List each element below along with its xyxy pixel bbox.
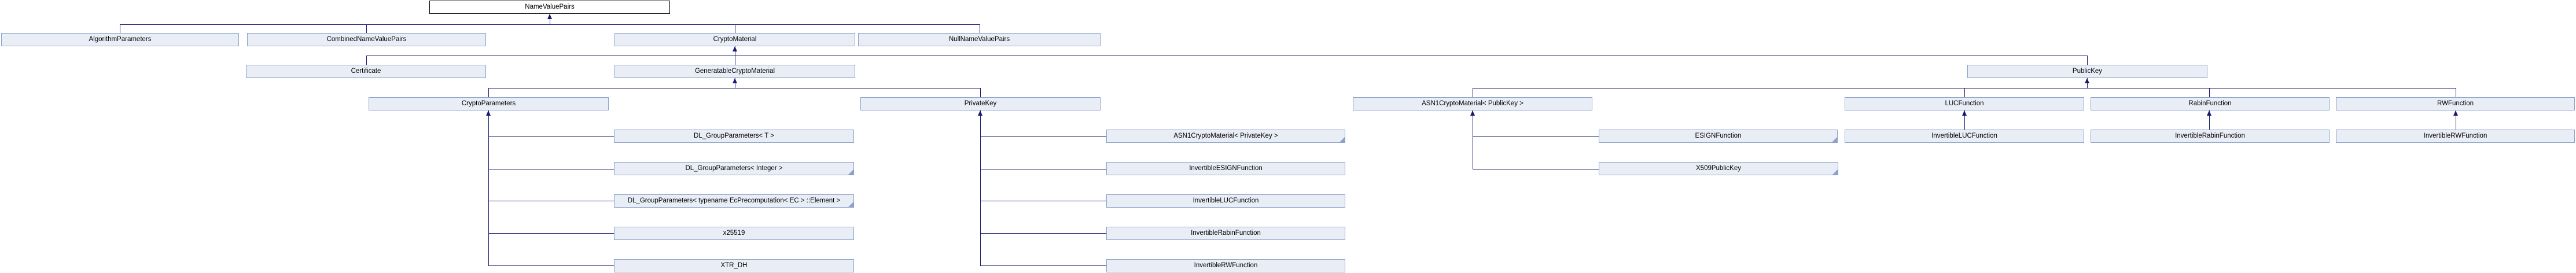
class-node-algorithmparameters[interactable]: AlgorithmParameters	[1, 33, 239, 46]
inheritance-edge	[366, 56, 367, 65]
inheritance-edge	[980, 233, 1106, 234]
inheritance-edge	[2209, 88, 2210, 97]
inheritance-arrowhead	[2207, 110, 2211, 116]
truncated-corner-icon	[1339, 137, 1345, 142]
class-node-cryptomaterial[interactable]: CryptoMaterial	[614, 33, 855, 46]
inheritance-arrowhead	[733, 46, 737, 51]
class-node-invertiblerabinfunction-right[interactable]: InvertibleRabinFunction	[2091, 130, 2330, 143]
class-node-nullnamevaluepairs[interactable]: NullNameValuePairs	[858, 33, 1101, 46]
truncated-corner-icon	[848, 169, 853, 175]
inheritance-edge	[1964, 88, 1965, 97]
inheritance-arrowhead	[978, 110, 982, 116]
class-node-privatekey[interactable]: PrivateKey	[860, 97, 1101, 110]
class-node-dl-groupparameters-integer[interactable]: DL_GroupParameters< Integer >	[614, 162, 854, 175]
class-node-certificate[interactable]: Certificate	[246, 65, 486, 78]
truncated-corner-icon	[1832, 169, 1838, 175]
inheritance-edge	[488, 265, 614, 266]
inheritance-edge	[2209, 110, 2210, 130]
class-node-dl-groupparameters-t[interactable]: DL_GroupParameters< T >	[614, 130, 854, 143]
class-node-publickey[interactable]: PublicKey	[1967, 65, 2207, 78]
inheritance-edge	[980, 265, 1106, 266]
class-node-generatablecryptomaterial[interactable]: GeneratableCryptoMaterial	[614, 65, 855, 78]
inheritance-edge	[488, 233, 614, 234]
class-node-invertiblelucfunction-left[interactable]: InvertibleLUCFunction	[1106, 194, 1345, 208]
inheritance-arrowhead	[1470, 110, 1475, 116]
inheritance-edge	[1964, 110, 1965, 130]
class-node-invertiblerabinfunction-left[interactable]: InvertibleRabinFunction	[1106, 227, 1345, 240]
inheritance-edge	[120, 24, 980, 25]
inheritance-arrowhead	[733, 78, 737, 83]
inheritance-edge	[2087, 56, 2088, 65]
inheritance-edge	[980, 110, 981, 265]
truncated-corner-icon	[1832, 137, 1837, 142]
inheritance-edge	[980, 88, 981, 97]
class-node-combinednamevaluepairs[interactable]: CombinedNameValuePairs	[247, 33, 486, 46]
inheritance-arrowhead	[1962, 110, 1967, 116]
class-node-rabinfunction[interactable]: RabinFunction	[2091, 97, 2330, 110]
class-node-namevaluepairs: NameValuePairs	[429, 1, 670, 14]
class-node-x25519[interactable]: x25519	[614, 227, 854, 240]
class-node-asn1cryptomaterial-privatekey[interactable]: ASN1CryptoMaterial< PrivateKey >	[1106, 130, 1345, 143]
class-node-xtr-dh[interactable]: XTR_DH	[614, 259, 854, 272]
class-node-dl-groupparameters-ec-element[interactable]: DL_GroupParameters< typename EcPrecomput…	[614, 194, 854, 208]
inheritance-arrowhead	[2453, 110, 2458, 116]
inheritance-edge	[488, 88, 489, 97]
inheritance-arrowhead	[2085, 78, 2089, 83]
class-node-invertiblerwfunction-left[interactable]: InvertibleRWFunction	[1106, 259, 1345, 272]
class-node-invertiblelucfunction-right[interactable]: InvertibleLUCFunction	[1845, 130, 2084, 143]
inheritance-edge	[366, 24, 367, 33]
class-node-x509publickey[interactable]: X509PublicKey	[1599, 162, 1838, 175]
class-node-invertiblerwfunction-right[interactable]: InvertibleRWFunction	[2336, 130, 2575, 143]
class-node-asn1cryptomaterial-publickey[interactable]: ASN1CryptoMaterial< PublicKey >	[1353, 97, 1592, 110]
class-node-lucfunction[interactable]: LUCFunction	[1845, 97, 2084, 110]
class-node-rwfunction[interactable]: RWFunction	[2336, 97, 2575, 110]
class-node-cryptoparameters[interactable]: CryptoParameters	[369, 97, 609, 110]
class-node-invertibleesignfunction[interactable]: InvertibleESIGNFunction	[1106, 162, 1345, 175]
inheritance-arrowhead	[547, 14, 552, 19]
inheritance-arrowhead	[486, 110, 491, 116]
truncated-corner-icon	[848, 202, 853, 207]
inheritance-edge	[488, 110, 489, 265]
class-node-esignfunction[interactable]: ESIGNFunction	[1599, 130, 1838, 143]
